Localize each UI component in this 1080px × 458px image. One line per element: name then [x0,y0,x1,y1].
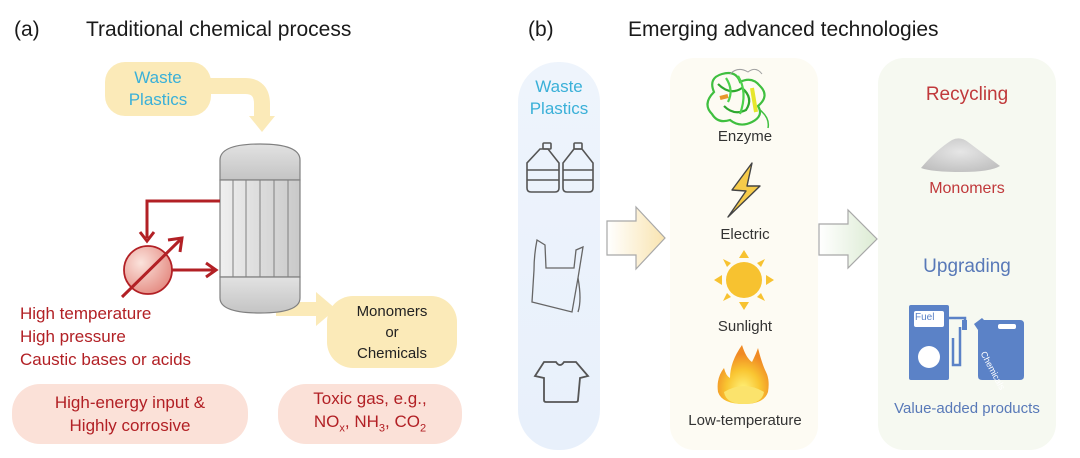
panel-b-label: (b) [528,18,554,41]
drawback-1-line2: Highly corrosive [69,416,191,435]
bottle-icon [526,142,560,193]
drawback-2-line2: NOx, NH3, CO2 [314,410,426,440]
co2-subscript: 2 [419,422,427,435]
drawback-1-line1: High-energy input & [54,393,206,412]
waste-plastics-line2: Plastics [128,90,188,109]
waste-plastics-line1: Waste [134,68,182,87]
process-conditions: High temperature High pressure Caustic b… [20,302,191,371]
bottle-icon [562,142,594,193]
monomer-powder-icon [921,138,1000,172]
output-line3: Chemicals [356,344,428,362]
products-column [878,58,1056,450]
heat-loop-arrows [138,199,220,279]
condition-item: High temperature [20,304,152,323]
no-formula: NO [313,412,340,432]
nh3-formula: , NH [344,412,379,432]
panel-b-title: Emerging advanced technologies [628,18,939,41]
waste-plastics-b-line2: Plastics [529,99,589,118]
drawback-energy-pill: High-energy input & Highly corrosive [12,384,248,444]
condition-item: Caustic bases or acids [20,350,192,369]
output-line1: Monomers [356,302,428,320]
output-line2: or [385,323,399,341]
nh3-subscript: 3 [378,422,386,435]
tech-label-sunlight: Sunlight [717,318,773,335]
fuel-pump-icon [909,305,967,380]
enzyme-icon [706,68,770,129]
lightning-icon [727,162,761,218]
recycling-title: Recycling [925,84,1009,105]
arrow-right-icon [818,208,878,270]
reactor-diagram [120,78,336,326]
waste-plastics-input-b: Waste Plastics [518,76,600,120]
condition-item: High pressure [20,327,126,346]
no-subscript: x [339,422,345,435]
product-output-a: Monomers or Chemicals [327,296,457,368]
arrow-right-icon [606,205,666,271]
drawback-toxic-gas-pill: Toxic gas, e.g., NOx, NH3, CO2 [278,384,462,444]
tech-label-low-temperature: Low-temperature [688,412,802,429]
recycling-product: Monomers [929,180,1005,197]
upgrading-title: Upgrading [923,256,1011,277]
tech-label-electric: Electric [720,226,770,243]
chemicals-can-icon [974,318,1024,380]
sun-icon [714,250,774,310]
t-shirt-icon [533,361,590,403]
panel-a-label: (a) [14,18,40,41]
drawback-2-line1: Toxic gas, e.g., [313,389,427,409]
co2-formula: , CO [385,412,420,432]
feed-arrow [200,78,275,132]
upgrading-product: Value-added products [894,400,1040,417]
flame-icon [717,345,769,404]
waste-plastics-input-a: Waste Plastics [105,62,211,116]
plastic-bag-icon [531,238,584,313]
waste-plastics-column [518,62,600,450]
tech-label-enzyme: Enzyme [717,128,773,145]
reactor-vessel-icon [219,143,301,314]
fuel-label: Fuel [915,312,935,323]
waste-plastics-b-line1: Waste [535,77,583,96]
heat-exchanger-icon [120,236,184,299]
panel-a-title: Traditional chemical process [86,18,352,41]
